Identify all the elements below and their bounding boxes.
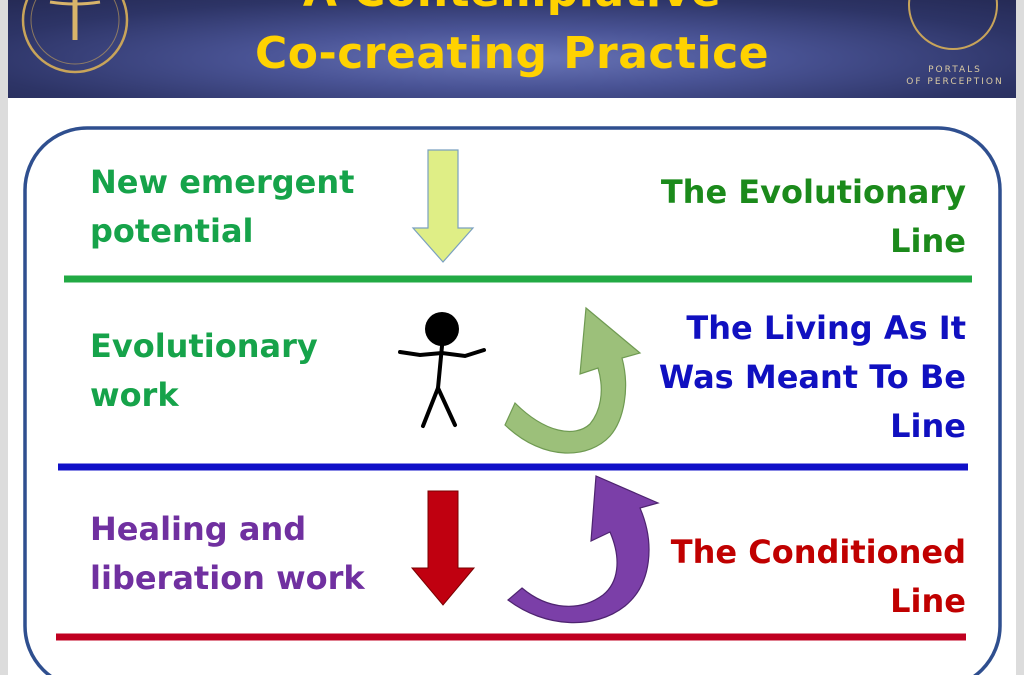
diagram-graphics bbox=[23, 126, 1002, 675]
title-line-1: A Contemplative bbox=[0, 0, 1024, 17]
right-edge bbox=[1016, 0, 1024, 675]
label-line: Evolutionary bbox=[90, 327, 318, 365]
practice-diagram: New emergent potential The Evolutionary … bbox=[0, 98, 1024, 675]
label-line: The Conditioned bbox=[670, 533, 966, 571]
label-evolutionary-work: Evolutionary work bbox=[90, 322, 318, 420]
label-living-line: The Living As It Was Meant To Be Line bbox=[659, 304, 966, 451]
label-line: New emergent bbox=[90, 163, 355, 201]
label-line: Line bbox=[890, 407, 966, 445]
portals-logo-icon bbox=[898, 0, 1008, 64]
label-new-emergent-potential: New emergent potential bbox=[90, 158, 354, 256]
label-line: The Living As It bbox=[686, 309, 966, 347]
label-line: Line bbox=[890, 222, 966, 260]
curved-arrow-icon bbox=[504, 306, 642, 454]
brand-line-1: PORTALS bbox=[928, 65, 982, 75]
curved-arrow-icon bbox=[507, 475, 660, 624]
down-arrow-icon bbox=[411, 149, 475, 263]
figure-logo-icon bbox=[20, 0, 130, 84]
label-healing-liberation-work: Healing and liberation work bbox=[90, 505, 365, 603]
diagram-frame bbox=[23, 126, 1002, 675]
brand-line-2: OF PERCEPTION bbox=[906, 77, 1004, 87]
label-evolutionary-line: The Evolutionary Line bbox=[661, 168, 966, 266]
label-line: Line bbox=[890, 582, 966, 620]
label-line: potential bbox=[90, 212, 254, 250]
title-line-2: Co-creating Practice bbox=[254, 28, 770, 79]
header-banner: A Contemplative Co-creating Practice POR… bbox=[0, 0, 1024, 98]
down-arrow-icon bbox=[410, 490, 476, 606]
left-edge bbox=[0, 0, 8, 675]
label-line: Healing and bbox=[90, 510, 307, 548]
brand-name: PORTALS OF PERCEPTION bbox=[905, 64, 1005, 88]
label-line: work bbox=[90, 376, 179, 414]
stick-figure-icon bbox=[398, 312, 486, 428]
label-line: The Evolutionary bbox=[660, 173, 966, 211]
label-line: liberation work bbox=[90, 559, 365, 597]
label-line: Was Meant To Be bbox=[658, 358, 966, 396]
label-conditioned-line: The Conditioned Line bbox=[671, 528, 966, 626]
